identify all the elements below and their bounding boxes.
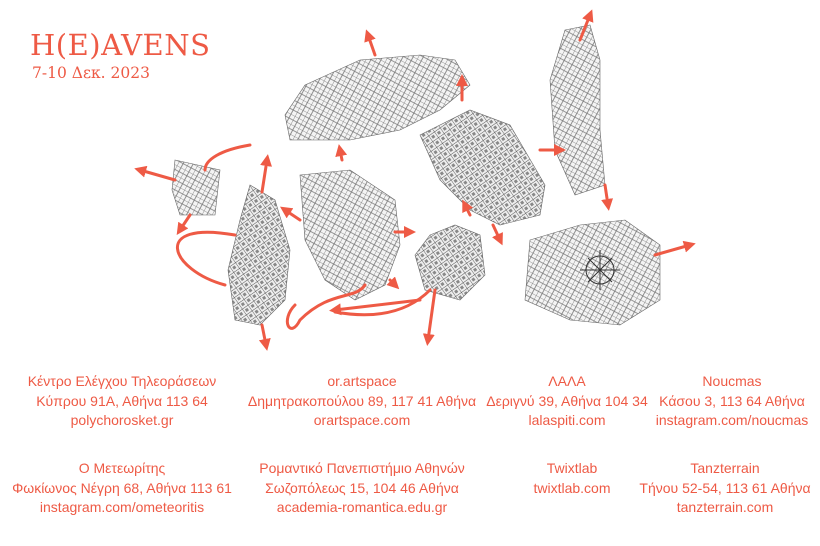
map-fragment — [171, 159, 221, 216]
venue-address: Τήνου 52-54, 113 61 Αθήνα — [639, 479, 811, 496]
venue-web-link[interactable]: polychorosket.gr — [70, 412, 174, 428]
map-fragment — [414, 224, 486, 301]
venue-web-link[interactable]: academia-romantica.edu.gr — [276, 499, 448, 515]
venue-web-link[interactable]: lalaspiti.com — [528, 412, 606, 428]
venue-name: Twixtlab — [546, 460, 598, 476]
venue-web-link[interactable]: twixtlab.com — [533, 479, 611, 496]
venue-web-link[interactable]: instagram.com/noucmas — [655, 412, 809, 428]
venue-name: Noucmas — [702, 373, 762, 389]
venue-name: or.artspace — [327, 373, 397, 389]
venue-name: Ο Μετεωρίτης — [78, 460, 166, 476]
venue-address: Κύπρου 91Α, Αθήνα 113 64 — [36, 392, 208, 409]
compass-rose-icon — [580, 250, 620, 290]
venue-address: Σωζοπόλεως 15, 104 46 Αθήνα — [265, 479, 459, 496]
map-fragment — [524, 219, 661, 326]
venue-twixtlab: Twixtlab twixtlab.com — [533, 459, 610, 498]
venue-academia-romantica: Ρομαντικό Πανεπιστήμιο Αθηνών Σωζοπόλεως… — [259, 459, 465, 518]
venue-lala: ΛΑΛΑ Δεριγνύ 39, Αθήνα 104 34 lalaspiti.… — [486, 372, 648, 431]
venue-noucmas: Noucmas Κάσου 3, 113 64 Αθήνα instagram.… — [656, 372, 809, 431]
map-fragment-shapes — [171, 24, 661, 326]
route-arrows — [134, 9, 696, 351]
venue-address: Δεριγνύ 39, Αθήνα 104 34 — [486, 392, 648, 409]
venue-address: Δημητρακοπούλου 89, 117 41 Αθήνα — [247, 392, 477, 409]
venue-name: Κέντρο Ελέγχου Τηλεοράσεων — [27, 373, 217, 389]
map-fragment — [419, 109, 546, 226]
venue-address: Φωκίωνος Νέγρη 68, Αθήνα 113 61 — [12, 479, 232, 496]
venue-address: Κάσου 3, 113 64 Αθήνα — [659, 392, 805, 409]
venue-orartspace: or.artspace Δημητρακοπούλου 89, 117 41 Α… — [248, 372, 476, 431]
festival-dates: 7-10 Δεκ. 2023 — [32, 64, 150, 82]
venue-web-link[interactable]: instagram.com/ometeoritis — [39, 499, 205, 515]
venue-tanzterrain: Tanzterrain Τήνου 52-54, 113 61 Αθήνα ta… — [639, 459, 810, 518]
venue-meteoritis: Ο Μετεωρίτης Φωκίωνος Νέγρη 68, Αθήνα 11… — [12, 459, 232, 518]
map-fragment — [227, 184, 291, 326]
venue-name: ΛΑΛΑ — [548, 373, 586, 389]
festival-title: H(E)AVENS — [30, 28, 211, 62]
venue-ket: Κέντρο Ελέγχου Τηλεοράσεων Κύπρου 91Α, Α… — [28, 372, 217, 431]
map-fragment — [549, 24, 606, 196]
venue-web-link[interactable]: tanzterrain.com — [676, 499, 774, 515]
venue-name: Ρομαντικό Πανεπιστήμιο Αθηνών — [259, 460, 465, 476]
venue-web-link[interactable]: orartspace.com — [313, 412, 411, 428]
venue-name: Tanzterrain — [690, 460, 760, 476]
map-fragment — [299, 169, 401, 301]
map-fragment — [284, 54, 471, 141]
